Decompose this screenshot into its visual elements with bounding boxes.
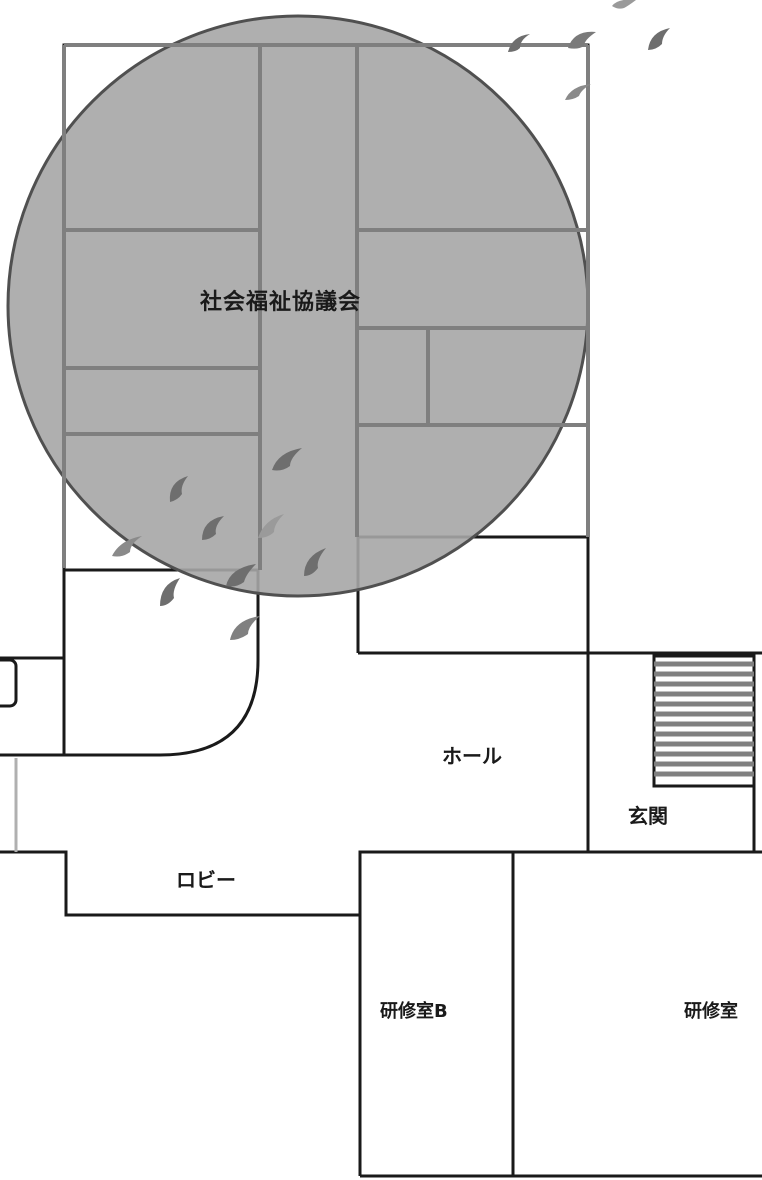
petal-icon [565,84,591,100]
petal-icon [202,516,224,540]
petal-icon [612,0,636,9]
label-lobby: ロビー [176,868,236,892]
petal-icon [160,578,180,606]
petal-icon [226,564,256,587]
stairs-icon [652,654,756,788]
petal-icon [230,616,260,640]
inner-partitions [62,43,590,570]
petal-icon [648,28,670,50]
petal-icon [568,31,596,49]
petal-icon [258,514,284,538]
label-hall: ホール [442,744,502,768]
label-training-room: 研修室 [684,1001,738,1022]
label-training-room-b: 研修室B [380,1001,448,1022]
petal-icon [169,476,188,502]
petal-icon [272,448,302,471]
petals [112,0,670,640]
label-entrance: 玄関 [628,804,668,828]
label-council-office: 社会福祉協議会 [200,290,362,315]
petal-icon [508,34,530,52]
petal-icon [112,536,142,557]
petal-icon [304,548,326,576]
